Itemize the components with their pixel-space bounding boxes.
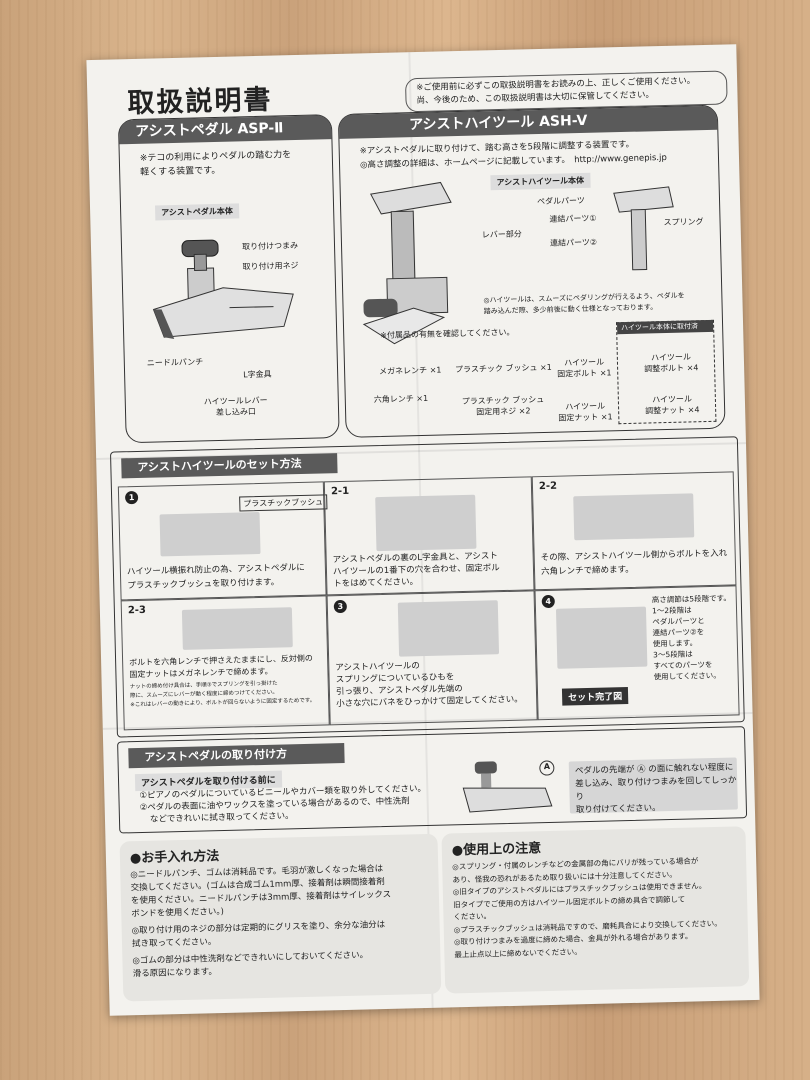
assist-pedal-desc: ※テコの利用によりペダルの踏む力を軽くする装置です。 (139, 150, 292, 178)
care-section: ●お手入れ方法 ◎ニードルパンチ、ゴムは消耗品です。毛羽が激しくなった場合は交換… (119, 833, 442, 1002)
install-illustration (462, 760, 555, 813)
plastic-bush-tag: プラスチックブッシュ (239, 494, 328, 512)
caution-title: ●使用上の注意 (451, 841, 542, 859)
step-1-illustration (159, 511, 261, 557)
needle-punch-label: ニードルパンチ (146, 357, 204, 368)
high-tool-body-label: アシストハイツール本体 (490, 172, 591, 191)
step-1: 1 プラスチックブッシュ ハイツール横振れ防止の為、アシストペダルにプラスチック… (117, 481, 328, 601)
high-tool-desc: ※アシストペダルに取り付けて、踏む高さを5段階に調整する装置です。 ◎高さ調整の… (359, 139, 667, 171)
step-4: 4 高さ調節は5段階です。1〜2段階はペダルパーツと連結パーツ②を使用します。3… (534, 585, 740, 721)
marker-a: A (543, 761, 551, 772)
step-4-illustration (555, 606, 648, 669)
step-2-1: 2-1 アシストペダルの裏のL字金具と、アシストハイツールの1番下の穴を合わせ、… (323, 476, 535, 596)
high-tool-panel: アシストハイツール ASH-V ※アシストペダルに取り付けて、踏む高さを5段階に… (337, 104, 726, 438)
fix-nut-label: ハイツール固定ナット ×1 (558, 401, 613, 423)
wrench-label: メガネレンチ ×1 (379, 365, 442, 377)
step-2-1-illustration (375, 494, 477, 552)
fix-bolt-label: ハイツール固定ボルト ×1 (557, 357, 612, 379)
step-2-2: 2-2 その際、アシストハイツール側からボルトを入れ六角レンチで締めます。 (531, 471, 737, 591)
set-complete-tag: セット完了図 (561, 687, 629, 706)
instruction-sheet: 取扱説明書 ※ご使用前に必ずこの取扱説明書をお読みの上、正しくご使用ください。 … (86, 44, 760, 1016)
high-tool-illustration (362, 181, 452, 345)
bush-screw-label: プラスチック ブッシュ固定用ネジ ×2 (461, 395, 545, 417)
adjust-bolt-label: ハイツール調整ボルト ×4 (644, 352, 699, 374)
assist-pedal-illustration (152, 239, 294, 340)
install-header: アシストペダルの取り付け方 (128, 742, 345, 769)
before-install-text: ①ピアノのペダルについているビニールやカバー類を取り外してください。②ペダルの表… (139, 784, 427, 825)
assist-pedal-panel: アシストペダル ASP-Ⅱ ※テコの利用によりペダルの踏む力を軽くする装置です。… (117, 114, 340, 444)
install-instructions-box: ペダルの先端が Ⓐ の面に触れない程度に差し込み、取り付けつまみを回してしっかり… (568, 757, 738, 815)
lever-slot-label: ハイツールレバー差し込み口 (203, 395, 268, 418)
pedal-parts-label: ペダルパーツ (536, 195, 585, 207)
care-title: ●お手入れ方法 (129, 849, 220, 867)
adjust-nut-label: ハイツール調整ナット ×4 (645, 394, 700, 416)
preattached-box: ハイツール本体に取付済 ハイツール調整ボルト ×4 ハイツール調整ナット ×4 (615, 319, 717, 425)
step-2-3: 2-3 ボルトを六角レンチで押さえたままにし、反対側の固定ナットはメガネレンチで… (120, 595, 330, 731)
set-method-section: アシストハイツールのセット方法 1 プラスチックブッシュ ハイツール横振れ防止の… (109, 436, 745, 738)
assist-pedal-header: アシストペダル ASP-Ⅱ (118, 115, 332, 145)
knob-label: 取り付けつまみ (241, 240, 299, 252)
hex-wrench-label: 六角レンチ ×1 (373, 393, 429, 405)
step-2-3-illustration (181, 607, 293, 650)
lever-part-label: レバー部分 (481, 229, 522, 240)
high-tool-parts-illustration (613, 186, 674, 271)
link-part-1-label: 連結パーツ① (549, 213, 597, 224)
page-title: 取扱説明書 (127, 84, 273, 120)
step-3-illustration (397, 600, 500, 657)
set-method-header: アシストハイツールのセット方法 (121, 453, 338, 479)
link-part-2-label: 連結パーツ② (549, 237, 598, 248)
install-section: アシストペダルの取り付け方 アシストペダルを取り付ける前に ①ピアノのペダルにつ… (117, 726, 748, 834)
l-bracket-label: L字金具 (243, 369, 272, 380)
step-2-2-illustration (573, 493, 695, 541)
screw-label: 取り付け用ネジ (242, 260, 299, 272)
high-tool-header: アシストハイツール ASH-V (338, 105, 718, 139)
website-url: http://www.genepis.jp (574, 152, 667, 166)
caution-section: ●使用上の注意 ◎スプリング・付属のレンチなどの金属部の角にバリが残っている場合… (441, 826, 750, 994)
bush-label: プラスチック ブッシュ ×1 (454, 362, 552, 375)
step-3: 3 アシストハイツールのスプリングについているひもを引っ張り、アシストペダル先端… (326, 590, 538, 726)
high-tool-note: ◎ハイツールは、スムーズにペダリングが行えるよう、ペダルを踏み込んだ際、多少前後… (483, 291, 685, 316)
